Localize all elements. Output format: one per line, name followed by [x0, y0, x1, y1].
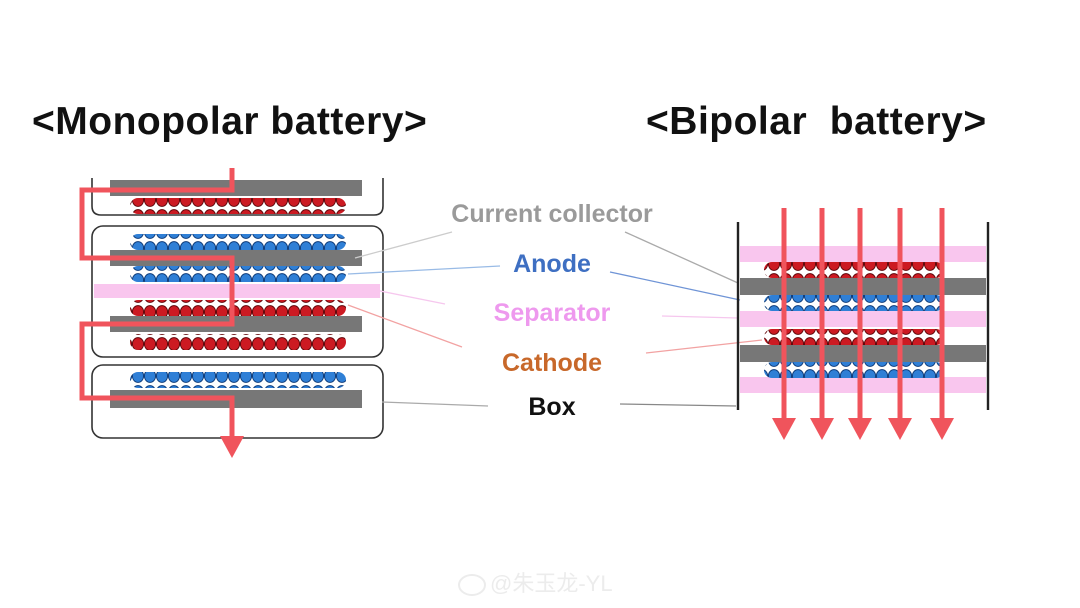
anode-layer — [130, 372, 346, 388]
weibo-icon — [458, 574, 486, 597]
cathode-layer — [130, 300, 346, 316]
monopolar-battery — [79, 168, 384, 458]
monopolar-title: <Monopolar battery> — [32, 100, 428, 143]
label-anode: Anode — [513, 250, 591, 278]
monopolar-current-path — [79, 168, 235, 436]
current-collector — [110, 390, 362, 408]
anode-layer — [130, 266, 346, 282]
anode-layer — [764, 362, 944, 378]
current-collector — [740, 345, 986, 362]
label-box: Box — [528, 393, 576, 421]
label-cathode: Cathode — [502, 349, 602, 377]
label-current-collector: Current collector — [451, 200, 653, 228]
separator-layer — [94, 284, 380, 298]
cathode-layer — [130, 198, 346, 214]
anode-layer — [130, 234, 346, 250]
separator-layer — [740, 246, 986, 262]
current-collector — [740, 278, 986, 295]
cathode-layer — [764, 329, 944, 345]
current-collector — [110, 250, 362, 266]
current-arrowhead — [220, 436, 244, 458]
current-collector — [110, 316, 362, 332]
label-separator: Separator — [493, 299, 611, 327]
leader-lines — [347, 231, 763, 407]
separator-layer — [740, 377, 986, 393]
anode-layer — [764, 295, 944, 311]
cathode-layer — [764, 262, 944, 278]
cathode-layer — [130, 334, 346, 350]
bipolar-current-arrows — [772, 208, 954, 440]
box-top-cell — [91, 178, 384, 216]
bipolar-battery — [736, 208, 990, 440]
watermark-text: @朱玉龙-YL — [490, 571, 613, 596]
separator-layer — [740, 311, 986, 327]
watermark: @朱玉龙-YL — [458, 566, 613, 598]
bipolar-title: <Bipolar battery> — [646, 100, 987, 143]
